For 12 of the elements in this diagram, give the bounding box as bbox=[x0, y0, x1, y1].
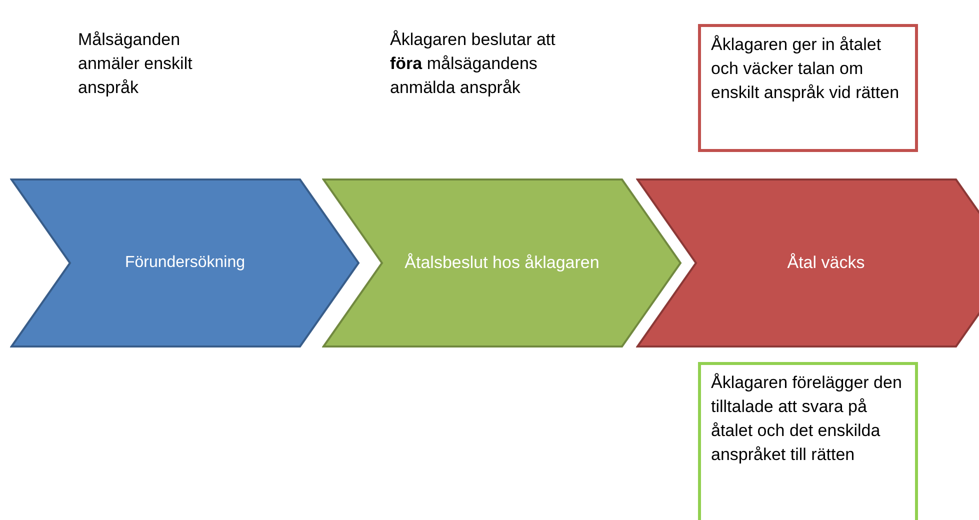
note-text: Åklagaren ger in åtalet och väcker talan om enskilt anspråk vid rätten bbox=[711, 35, 900, 102]
annotation-text: Målsäganden anmäler enskilt anspråk bbox=[78, 29, 194, 99]
chevron-shape bbox=[10, 178, 360, 348]
step-label: Åtal väcks bbox=[787, 253, 865, 273]
note-box bbox=[698, 362, 918, 520]
annotation-text: Åklagaren beslutar att föra målsägandens anmälda anspråk bbox=[390, 29, 556, 99]
step-label: Åtalsbeslut hos åklagaren bbox=[404, 253, 600, 273]
chevron-shape bbox=[322, 178, 682, 348]
step-label: Förundersökning bbox=[124, 254, 246, 272]
note-box bbox=[698, 24, 918, 152]
chevron-shape bbox=[636, 178, 979, 348]
note-text: Åklagaren förelägger den tilltalade att svara på åtalet och det enskilda anspråket till rätten bbox=[711, 373, 902, 464]
